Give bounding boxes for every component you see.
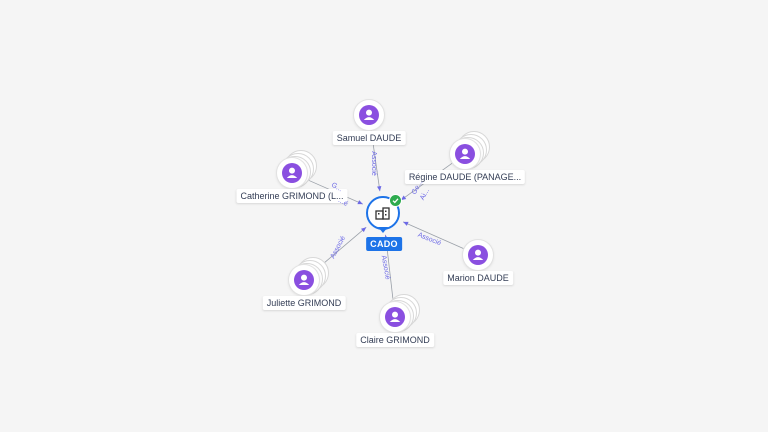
person-icon [468,245,488,265]
node-label[interactable]: Claire GRIMOND [356,333,434,347]
person-icon [455,144,475,164]
person-node-juliette-grimond[interactable] [289,257,329,295]
pin-pointer [378,227,388,233]
node-label[interactable]: Juliette GRIMOND [262,296,346,310]
person-node-regine-daude[interactable] [450,131,490,169]
node-label[interactable]: Samuel DAUDE [332,131,406,145]
person-node-claire-grimond[interactable] [380,294,420,332]
person-node-samuel-daude[interactable] [354,100,384,130]
edge-arrowhead [360,227,367,233]
node-label[interactable]: Régine DAUDE (PANAGE... [404,170,526,184]
person-icon [282,163,302,183]
person-icon [294,270,314,290]
person-node-marion-daude[interactable] [463,240,493,270]
company-label[interactable]: CADO [366,237,402,251]
edge-arrowhead [403,221,409,226]
building-icon [374,204,392,227]
edge-line [402,221,464,249]
edge-arrowhead [357,200,363,205]
company-node[interactable] [366,194,402,233]
person-icon [385,307,405,327]
edge-arrowhead [377,185,382,192]
edge-arrowhead [400,195,407,201]
check-icon [389,194,402,207]
edge-label: Associé [369,151,377,176]
node-label[interactable]: Catherine GRIMOND (L... [236,189,348,203]
person-node-catherine-grimond[interactable] [277,150,317,188]
person-icon [359,105,379,125]
node-label[interactable]: Marion DAUDE [443,271,513,285]
